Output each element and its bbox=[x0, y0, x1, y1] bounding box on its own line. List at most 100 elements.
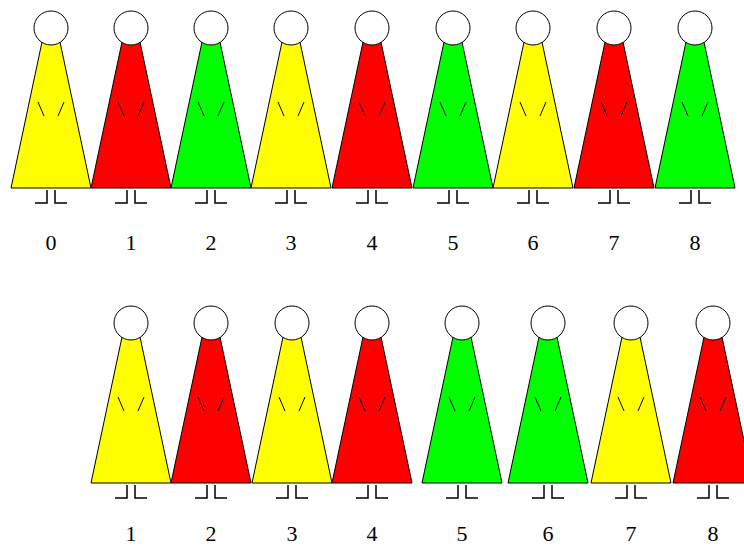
arm bbox=[702, 102, 708, 116]
foot bbox=[55, 190, 67, 203]
figure-number: 0 bbox=[46, 230, 57, 256]
foot bbox=[215, 190, 227, 203]
arm bbox=[621, 102, 627, 116]
arm bbox=[198, 102, 204, 116]
foot bbox=[679, 190, 691, 203]
arm bbox=[198, 397, 204, 411]
arm bbox=[449, 397, 455, 411]
head bbox=[114, 306, 148, 340]
arm bbox=[298, 102, 304, 116]
figure-number: 1 bbox=[126, 230, 137, 256]
figure-number: 4 bbox=[367, 230, 378, 256]
foot bbox=[296, 485, 308, 498]
cone-body bbox=[332, 42, 412, 188]
arm bbox=[379, 397, 385, 411]
head bbox=[194, 306, 228, 340]
arm bbox=[638, 397, 644, 411]
cone-figure bbox=[508, 306, 588, 498]
foot bbox=[446, 485, 458, 498]
foot bbox=[532, 485, 544, 498]
foot bbox=[115, 485, 127, 498]
figure-number: 4 bbox=[367, 521, 378, 546]
head bbox=[275, 306, 309, 340]
figure-number: 5 bbox=[457, 521, 468, 546]
cone-figure bbox=[413, 11, 493, 203]
foot bbox=[356, 190, 368, 203]
cone-figure bbox=[655, 11, 735, 203]
foot bbox=[376, 485, 388, 498]
cone-figure bbox=[332, 306, 412, 498]
foot bbox=[195, 190, 207, 203]
foot bbox=[697, 485, 709, 498]
figure-number: 6 bbox=[528, 230, 539, 256]
foot bbox=[276, 485, 288, 498]
foot bbox=[35, 190, 47, 203]
foot bbox=[517, 190, 529, 203]
arm bbox=[540, 102, 546, 116]
cone-body bbox=[171, 337, 251, 483]
arm bbox=[278, 102, 284, 116]
head bbox=[614, 306, 648, 340]
foot bbox=[457, 190, 469, 203]
arm bbox=[601, 102, 607, 116]
foot bbox=[356, 485, 368, 498]
cone-body bbox=[574, 42, 654, 188]
foot bbox=[598, 190, 610, 203]
head bbox=[436, 11, 470, 45]
head bbox=[114, 11, 148, 45]
arm bbox=[379, 102, 385, 116]
cone-body bbox=[171, 42, 251, 188]
arm bbox=[218, 102, 224, 116]
cone-figure bbox=[171, 306, 251, 498]
cone-body bbox=[591, 337, 671, 483]
cone-body bbox=[413, 42, 493, 188]
head bbox=[274, 11, 308, 45]
cone-figure bbox=[252, 306, 332, 498]
arm bbox=[118, 102, 124, 116]
arm bbox=[359, 397, 365, 411]
figure-number: 6 bbox=[543, 521, 554, 546]
figure-number: 2 bbox=[206, 230, 217, 256]
figure-number: 3 bbox=[286, 230, 297, 256]
cone-figure bbox=[91, 306, 171, 498]
arm bbox=[58, 102, 64, 116]
cone-body bbox=[422, 337, 502, 483]
foot bbox=[615, 485, 627, 498]
foot bbox=[135, 485, 147, 498]
foot bbox=[215, 485, 227, 498]
cone-body bbox=[332, 337, 412, 483]
foot bbox=[635, 485, 647, 498]
cone-body bbox=[91, 337, 171, 483]
figure-number: 8 bbox=[690, 230, 701, 256]
arm bbox=[520, 102, 526, 116]
cone-body bbox=[493, 42, 573, 188]
foot bbox=[115, 190, 127, 203]
arm bbox=[460, 102, 466, 116]
cone-figure bbox=[493, 11, 573, 203]
arm bbox=[682, 102, 688, 116]
foot bbox=[552, 485, 564, 498]
arm bbox=[555, 397, 561, 411]
arm bbox=[469, 397, 475, 411]
arm bbox=[618, 397, 624, 411]
cone-figure bbox=[422, 306, 502, 498]
head bbox=[531, 306, 565, 340]
foot bbox=[195, 485, 207, 498]
arm bbox=[359, 102, 365, 116]
arm bbox=[700, 397, 706, 411]
foot bbox=[437, 190, 449, 203]
cone-figure bbox=[251, 11, 331, 203]
cone-body bbox=[673, 337, 744, 483]
head bbox=[194, 11, 228, 45]
arm bbox=[138, 397, 144, 411]
cone-figure bbox=[332, 11, 412, 203]
foot bbox=[376, 190, 388, 203]
head bbox=[696, 306, 730, 340]
cone-body bbox=[91, 42, 171, 188]
cone-body bbox=[251, 42, 331, 188]
figure-number: 8 bbox=[708, 521, 719, 546]
figure-number: 3 bbox=[287, 521, 298, 546]
figure-number: 7 bbox=[609, 230, 620, 256]
arm bbox=[38, 102, 44, 116]
